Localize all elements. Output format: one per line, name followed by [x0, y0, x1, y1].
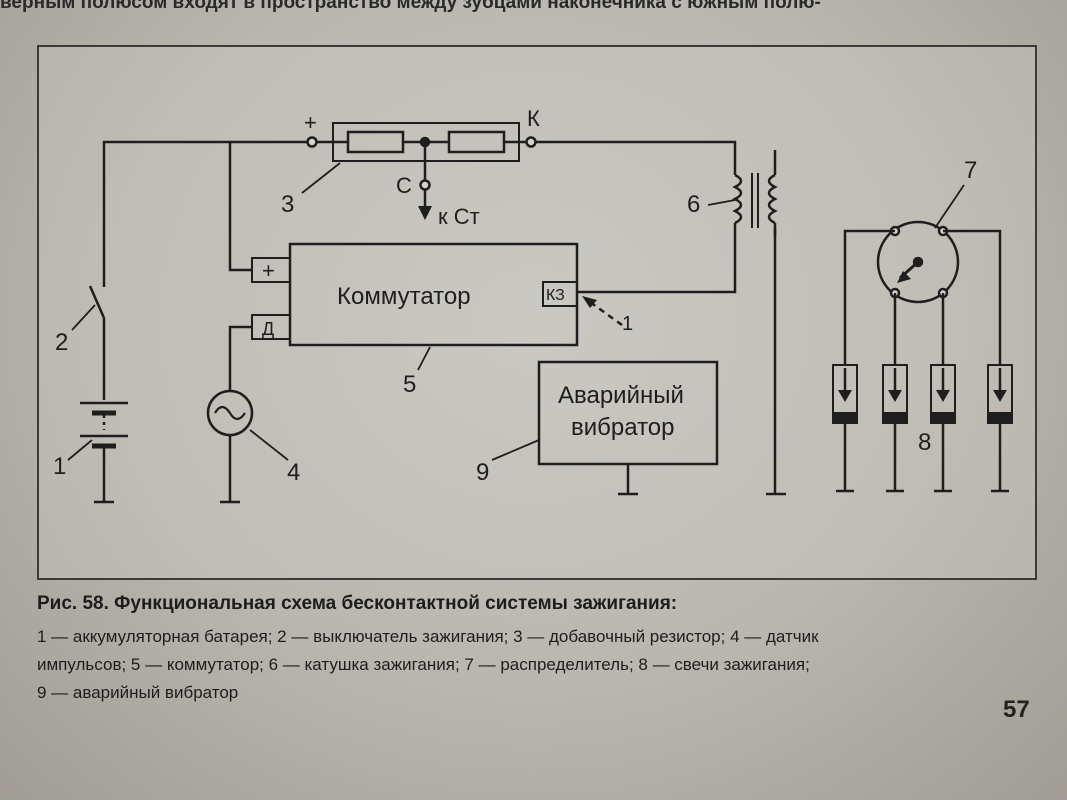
wire-k-to-coil [536, 140, 737, 175]
spark-plug-4 [987, 364, 1013, 493]
to-starter-label: к Ст [438, 204, 480, 229]
coil-primary [732, 173, 743, 225]
vibrator-block [537, 360, 719, 466]
leader-9 [491, 439, 540, 461]
leader-1 [67, 439, 93, 461]
commutator-label: Коммутатор [337, 283, 471, 310]
commutator-plus-label: + [262, 258, 275, 283]
wire-d-to-sensor [228, 325, 252, 390]
leader-3 [301, 162, 341, 194]
vibrator-label-line1: Аварийный [558, 382, 684, 409]
caption-line-3: 9 — аварийный вибратор [37, 683, 239, 702]
ignition-switch-blade [88, 285, 106, 319]
terminal-plus-node [306, 136, 318, 148]
resistor-k-label: К [527, 106, 540, 131]
resistor-element-1 [346, 130, 405, 154]
distributor-body [876, 220, 960, 304]
spark-plug-2 [882, 364, 908, 493]
leader-2 [71, 304, 96, 331]
figure-caption-title: Рис. 58. Функциональная схема бесконтакт… [37, 593, 678, 614]
page-number: 57 [1003, 696, 1030, 723]
coil-secondary [767, 173, 778, 225]
label-9: 9 [476, 459, 489, 486]
label-8: 8 [918, 429, 931, 456]
caption-line-2: импульсов; 5 — коммутатор; 6 — катушка з… [37, 655, 810, 674]
starter-arrow [418, 206, 432, 220]
sine-icon [214, 405, 246, 421]
leader-5 [417, 346, 431, 371]
wire-dist-plug4 [943, 229, 1002, 365]
label-6: 6 [687, 191, 700, 218]
resistor-plus-label: + [304, 110, 317, 135]
spark-plug-3 [930, 364, 956, 493]
label-1: 1 [53, 453, 66, 480]
spark-plug-1 [832, 364, 858, 493]
battery-symbol [80, 401, 128, 449]
label-2: 2 [55, 329, 68, 356]
distributor-rotor-tip [897, 271, 911, 283]
leader-6 [707, 199, 736, 206]
terminal-c-node [419, 179, 431, 191]
figure-caption-body: 1 — аккумуляторная батарея; 2 — выключат… [37, 623, 1037, 707]
label-link-1: 1 [622, 313, 633, 335]
vibrator-dashed-link [589, 300, 623, 327]
commutator-d-label: Д [262, 319, 274, 339]
vibrator-link-arrow [582, 296, 597, 308]
commutator-kz-label: КЗ [546, 287, 565, 304]
wire-dist-plug1 [843, 229, 895, 365]
wire-bus-to-commutator [228, 142, 252, 272]
label-5: 5 [403, 371, 416, 398]
terminal-k-node [525, 136, 537, 148]
vibrator-label-line2: вибратор [571, 414, 675, 441]
resistor-c-label: С [396, 173, 412, 198]
wire-coil-to-commutator [577, 223, 737, 294]
commutator-terminal-kz [542, 281, 578, 307]
leader-7 [934, 184, 965, 229]
figure-frame [37, 45, 1037, 580]
label-4: 4 [287, 459, 300, 486]
wire-top-left [102, 140, 308, 287]
leader-4 [249, 429, 289, 461]
caption-line-1: 1 — аккумуляторная батарея; 2 — выключат… [37, 627, 819, 646]
label-3: 3 [281, 191, 294, 218]
resistor-element-2 [447, 130, 506, 154]
preceding-text-line: верным полюсом входят в пространство меж… [0, 0, 821, 13]
label-7: 7 [964, 157, 977, 184]
distributor-center [912, 256, 924, 268]
